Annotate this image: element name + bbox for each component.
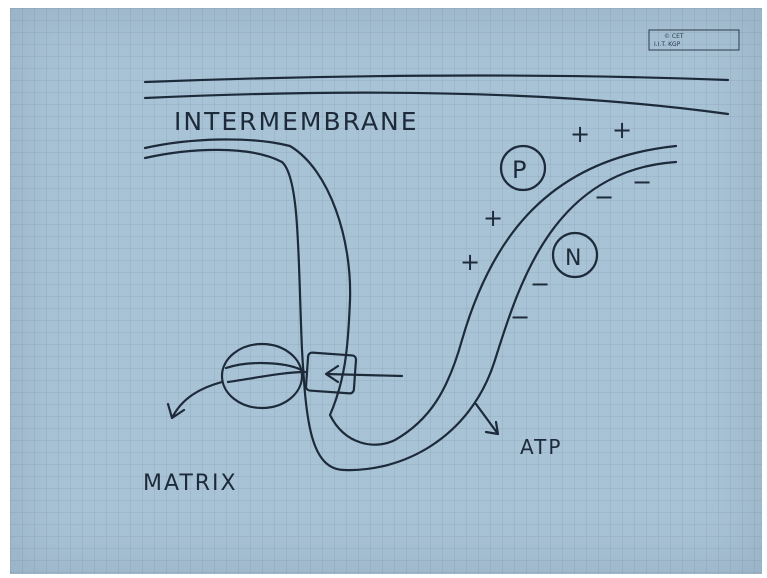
logo-line-1: © CET: [664, 33, 684, 40]
plus-sign: +: [612, 116, 634, 144]
n-label: N: [565, 246, 583, 271]
inner-membrane-outer: [143, 148, 678, 472]
plus-sign: +: [483, 204, 505, 232]
p-side-circle: [499, 144, 547, 192]
grid-paper: [10, 8, 762, 574]
atp-synthase-rotor: [224, 361, 307, 384]
inner-membrane-inner: [143, 138, 678, 446]
plus-sign: +: [460, 248, 482, 276]
atp-label: ATP: [520, 435, 562, 459]
outer-membrane-line-1: [143, 74, 730, 84]
minus-sign: −: [510, 303, 532, 331]
minus-sign: −: [594, 183, 616, 211]
logo-line-2: I.I.T. KGP: [654, 41, 681, 48]
matrix-label: MATRIX: [143, 471, 238, 496]
minus-sign: −: [632, 168, 654, 196]
proton-channel: [304, 351, 358, 395]
matrix-arrow: [166, 380, 224, 420]
p-label: P: [512, 156, 528, 184]
n-side-circle: [551, 231, 599, 279]
proton-flow-arrow: [324, 364, 404, 384]
logo-box: [648, 29, 740, 51]
atp-synthase-head: [220, 342, 304, 410]
intermembrane-label: INTERMEMBRANE: [174, 107, 419, 136]
minus-sign: −: [530, 270, 552, 298]
plus-sign: +: [570, 120, 592, 148]
atp-arrow: [474, 402, 500, 436]
outer-membrane-line-2: [143, 91, 730, 116]
